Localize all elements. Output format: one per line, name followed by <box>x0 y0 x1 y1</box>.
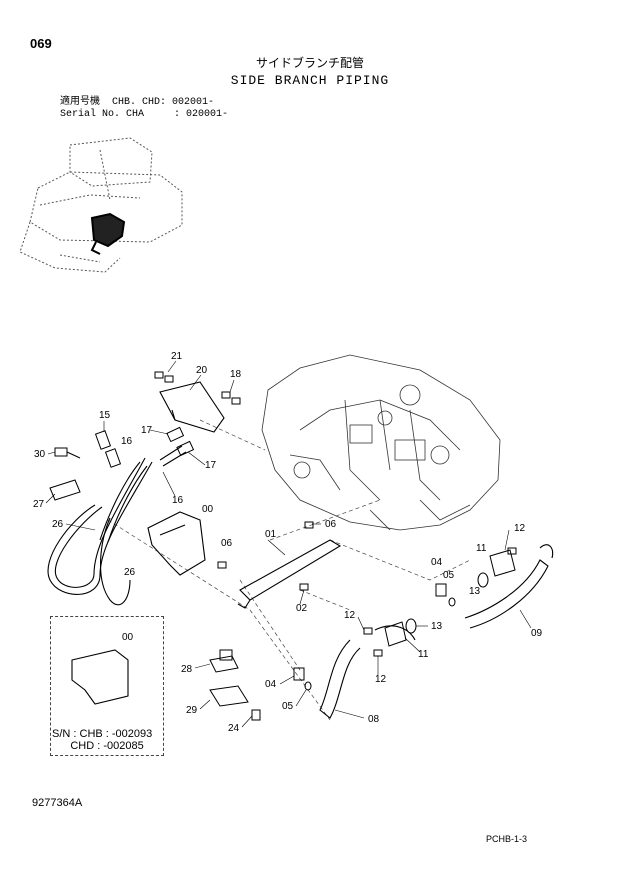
title-english: SIDE BRANCH PIPING <box>230 73 390 88</box>
serial-applicability: 適用号機 CHB. CHD: 002001-Serial No. CHA : 0… <box>60 97 228 121</box>
sn-note-line-2: CHD : -002085 <box>52 740 144 752</box>
flange-11 <box>384 549 516 647</box>
highlighted-component-thumbnail <box>90 212 126 255</box>
bolts-06 <box>217 521 314 569</box>
callout-24: 24 <box>228 723 240 734</box>
bolt-30 <box>54 447 81 459</box>
callout-06-right: 06 <box>325 519 337 530</box>
callout-18: 18 <box>230 369 242 380</box>
callout-29: 29 <box>186 705 198 716</box>
callout-12-right: 12 <box>514 523 526 534</box>
bolts-21 <box>154 371 174 383</box>
callout-leaders <box>45 360 532 728</box>
callout-12-bottom: 12 <box>375 674 387 685</box>
callout-20: 20 <box>196 365 208 376</box>
title-japanese: サイドブランチ配管 <box>255 56 364 70</box>
callout-06-left: 06 <box>221 538 233 549</box>
callout-01: 01 <box>265 529 277 540</box>
pipe-08 <box>319 625 416 719</box>
pipe-09 <box>464 544 554 629</box>
bracket-20 <box>159 381 225 433</box>
callout-00-inset: 00 <box>122 632 134 643</box>
serial-line-2: Serial No. CHA : 020001- <box>60 109 229 120</box>
callout-05-right: 05 <box>443 570 455 581</box>
callout-27: 27 <box>33 499 45 510</box>
sn-note-line-1: S/N : CHB : -002093 <box>52 728 153 740</box>
callout-28: 28 <box>181 664 193 675</box>
oring-05 <box>304 597 456 691</box>
clamp-27 <box>49 479 81 501</box>
callout-12-left: 12 <box>344 610 356 621</box>
fitting-15 <box>94 430 122 468</box>
callout-09: 09 <box>531 628 543 639</box>
callout-17-bottom: 17 <box>205 460 217 471</box>
callout-05-left: 05 <box>282 701 294 712</box>
bolt-02 <box>299 583 309 591</box>
page-number: 069 <box>30 36 52 51</box>
hose-26 <box>47 457 153 606</box>
callout-08: 08 <box>368 714 380 725</box>
bolt-24 <box>251 709 261 721</box>
callout-04-left: 04 <box>265 679 277 690</box>
excavator-locator-thumbnail <box>19 137 183 273</box>
callout-17-top: 17 <box>141 425 153 436</box>
callout-11-right: 11 <box>476 543 487 554</box>
bolts-18 <box>221 391 241 405</box>
callout-15: 15 <box>99 410 111 421</box>
callout-02: 02 <box>296 603 308 614</box>
callout-00-main: 00 <box>202 504 214 515</box>
callout-13-left: 13 <box>431 621 443 632</box>
plate-29 <box>209 685 249 707</box>
engine-block <box>261 354 501 531</box>
bracket-01 <box>237 539 342 609</box>
callout-30: 30 <box>34 449 46 460</box>
callout-26-right: 26 <box>124 567 136 578</box>
document-number: 9277364A <box>32 797 83 809</box>
callout-04-right: 04 <box>431 557 443 568</box>
serial-line-1: 適用号機 CHB. CHD: 002001- <box>60 97 215 108</box>
inset-bracket-00 <box>71 649 129 705</box>
callout-26-left: 26 <box>52 519 64 530</box>
callout-21: 21 <box>171 351 183 362</box>
cover-00 <box>147 511 206 576</box>
leader-lines <box>107 419 471 721</box>
oring-13 <box>405 572 489 634</box>
callout-11-left: 11 <box>418 649 429 660</box>
callout-16-bottom: 16 <box>172 495 184 506</box>
catalog-code: PCHB-1-3 <box>486 834 528 844</box>
callout-labels: 21 20 18 15 17 16 17 30 27 16 00 26 26 0… <box>33 351 543 734</box>
sn-applicability-inset <box>50 616 164 756</box>
fitting-04 <box>293 583 447 681</box>
hose-16 <box>99 445 187 543</box>
fitting-17 <box>166 426 195 457</box>
spacer-28 <box>209 649 239 673</box>
callout-13-right: 13 <box>469 586 481 597</box>
callout-16-top: 16 <box>121 436 133 447</box>
sn-note: S/N : CHB : -002093 CHD : -002085 <box>52 728 152 752</box>
